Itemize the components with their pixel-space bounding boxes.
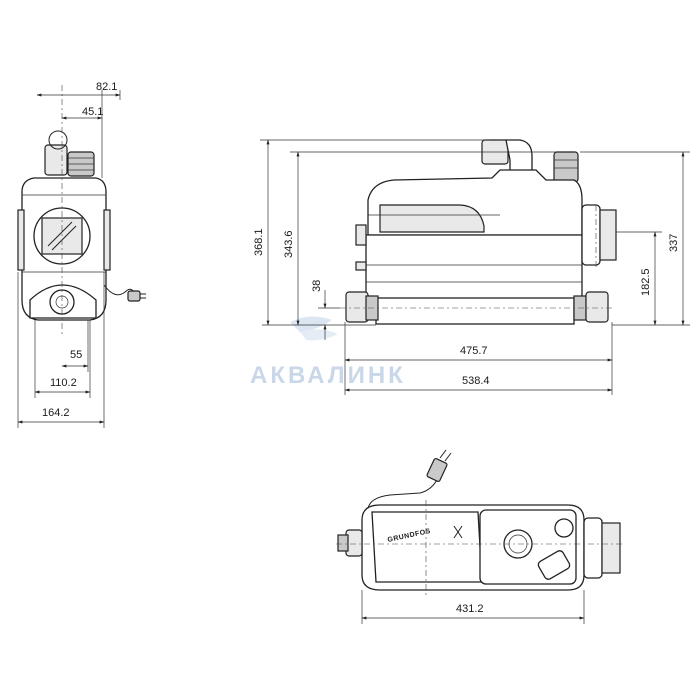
watermark-wave-icon [300, 329, 338, 341]
side-top-connector-left [44, 144, 68, 176]
top-view: GRUNDFOS [336, 449, 624, 598]
front-view [340, 139, 617, 325]
dim-side-top-1: 82.1 [96, 81, 117, 93]
front-bottom-inlet-right [585, 291, 609, 323]
top-power-plug [426, 458, 448, 482]
dim-side-bottom-2: 110.2 [50, 377, 77, 389]
watermark-text: АКВАЛИНК [250, 362, 406, 389]
front-side-clip-2 [355, 261, 367, 271]
top-cover [371, 511, 483, 583]
watermark: АКВАЛИНК [250, 316, 406, 389]
front-tank [365, 234, 583, 306]
side-view-dimensions: 82.1 45.1 55 110.2 164.2 [17, 81, 121, 428]
front-cover-panel [379, 204, 485, 233]
side-flange-left [17, 209, 25, 271]
dim-front-h1: 368.1 [253, 228, 265, 256]
dim-side-bottom-3: 164.2 [42, 407, 70, 419]
dim-front-h2: 343.6 [283, 230, 295, 258]
top-vent-port [554, 518, 574, 538]
front-side-inlet-flange [581, 204, 601, 266]
top-view-dimensions: 431.2 [361, 590, 585, 624]
side-view [17, 85, 146, 335]
top-inlet-right-flange [583, 517, 603, 579]
front-base [375, 297, 575, 325]
dim-front-h3: 38 [311, 280, 323, 292]
top-logo-icon [453, 525, 463, 539]
dim-side-bottom-1: 55 [70, 349, 82, 361]
side-power-plug [127, 290, 141, 302]
top-power-cable [367, 477, 439, 516]
side-top-vent [48, 130, 68, 150]
dim-front-r1: 337 [668, 234, 680, 252]
front-side-inlet-pipe [599, 209, 617, 261]
watermark-wave-icon [290, 316, 332, 332]
side-flange-right [103, 209, 111, 271]
dim-side-top-2: 45.1 [82, 106, 103, 118]
top-service-cover [537, 550, 571, 580]
front-view-dimensions: 368.1 343.6 38 337 182.5 475.7 538.4 [253, 139, 690, 395]
dim-front-w1: 475.7 [460, 345, 488, 357]
front-bottom-inlet-left [345, 291, 369, 323]
top-inlet-right-pipe [601, 522, 621, 574]
front-side-clip [355, 224, 367, 246]
dim-front-w2: 538.4 [462, 375, 490, 387]
front-vent-connector [553, 151, 579, 183]
dim-top-w: 431.2 [456, 603, 484, 615]
dim-front-r2: 182.5 [640, 268, 652, 296]
top-inlet-left-cap [337, 534, 349, 552]
